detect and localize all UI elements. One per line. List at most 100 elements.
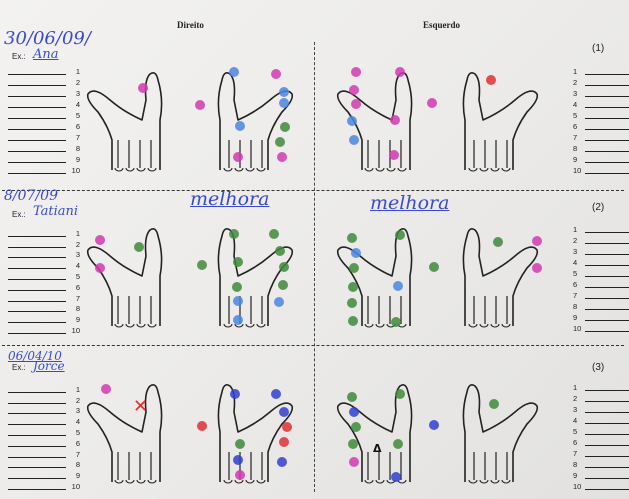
treatment-dot: [275, 137, 285, 147]
treatment-dot: [427, 98, 437, 108]
treatment-dot: [269, 229, 279, 239]
treatment-dot: [348, 282, 358, 292]
fingernail: [376, 480, 384, 483]
fingernail: [480, 324, 488, 327]
fingernail: [246, 324, 254, 327]
treatment-dot: [351, 99, 361, 109]
treatment-dot: [279, 437, 289, 447]
fingernail: [246, 480, 254, 483]
treatment-dot: [395, 67, 405, 77]
treatment-dot: [138, 83, 148, 93]
treatment-dot: [195, 100, 205, 110]
fingernail: [491, 480, 499, 483]
treatment-dot: [233, 315, 243, 325]
treatment-dot: [391, 472, 401, 482]
fingernail: [137, 324, 145, 327]
treatment-dot: [348, 316, 358, 326]
fingernail: [398, 168, 406, 171]
red-x-mark: ✕: [133, 396, 148, 417]
fingernail: [502, 168, 510, 171]
treatment-dot: [229, 229, 239, 239]
treatment-dot: [532, 236, 542, 246]
treatment-dot: [347, 116, 357, 126]
treatment-dot: [390, 115, 400, 125]
treatment-dot: [279, 407, 289, 417]
treatment-dot: [232, 282, 242, 292]
treatment-dot: [278, 280, 288, 290]
fingernail: [491, 168, 499, 171]
treatment-dot: [429, 262, 439, 272]
fingernail: [224, 480, 232, 483]
fingernail: [126, 324, 134, 327]
treatment-dot: [395, 389, 405, 399]
fingernail: [491, 324, 499, 327]
fingernail: [257, 324, 265, 327]
treatment-dot: [282, 422, 292, 432]
triangle-mark: Δ: [373, 442, 382, 455]
treatment-dot: [275, 246, 285, 256]
fingernail: [257, 480, 265, 483]
treatment-dot: [395, 230, 405, 240]
treatment-dot: [349, 85, 359, 95]
treatment-dot: [134, 242, 144, 252]
treatment-dot: [349, 263, 359, 273]
fingernail: [480, 168, 488, 171]
treatment-dot: [486, 75, 496, 85]
treatment-dot: [197, 421, 207, 431]
fingernail: [376, 324, 384, 327]
fingernail: [469, 324, 477, 327]
treatment-dot: [351, 67, 361, 77]
treatment-dot: [279, 98, 289, 108]
treatment-dot: [347, 233, 357, 243]
treatment-dot: [279, 262, 289, 272]
treatment-dot: [235, 439, 245, 449]
treatment-dot: [101, 384, 111, 394]
treatment-dot: [393, 439, 403, 449]
treatment-dot: [95, 263, 105, 273]
fingernail: [502, 480, 510, 483]
fingernail: [224, 168, 232, 171]
treatment-dot: [349, 135, 359, 145]
treatment-dot: [277, 457, 287, 467]
treatment-dot: [393, 281, 403, 291]
treatment-dot: [233, 296, 243, 306]
treatment-dot: [389, 150, 399, 160]
right-hand-back: [218, 229, 292, 327]
fingernail: [115, 324, 123, 327]
fingernail: [115, 480, 123, 483]
treatment-dot: [235, 121, 245, 131]
treatment-dot: [429, 420, 439, 430]
fingernail: [365, 324, 373, 327]
fingernail: [235, 168, 243, 171]
fingernail: [235, 480, 243, 483]
right-hand-palm: [88, 73, 162, 171]
fingernail: [115, 168, 123, 171]
treatment-dot: [277, 152, 287, 162]
fingernail: [148, 324, 156, 327]
fingernail: [365, 480, 373, 483]
treatment-dot: [489, 399, 499, 409]
treatment-dot: [235, 470, 245, 480]
treatment-dot: [271, 69, 281, 79]
fingernail: [480, 480, 488, 483]
right-hand-palm: [88, 385, 162, 483]
fingernail: [502, 324, 510, 327]
left-hand-back: [338, 229, 412, 327]
treatment-dot: [279, 87, 289, 97]
fingernail: [257, 168, 265, 171]
treatment-dot: [280, 122, 290, 132]
treatment-dot: [229, 67, 239, 77]
treatment-dot: [493, 237, 503, 247]
treatment-dot: [230, 389, 240, 399]
fingernail: [137, 480, 145, 483]
fingernail: [365, 168, 373, 171]
treatment-dot: [349, 407, 359, 417]
fingernail: [376, 168, 384, 171]
treatment-dot: [347, 392, 357, 402]
treatment-dot: [271, 389, 281, 399]
fingernail: [387, 168, 395, 171]
left-hand-palm: [463, 385, 537, 483]
treatment-dot: [351, 248, 361, 258]
